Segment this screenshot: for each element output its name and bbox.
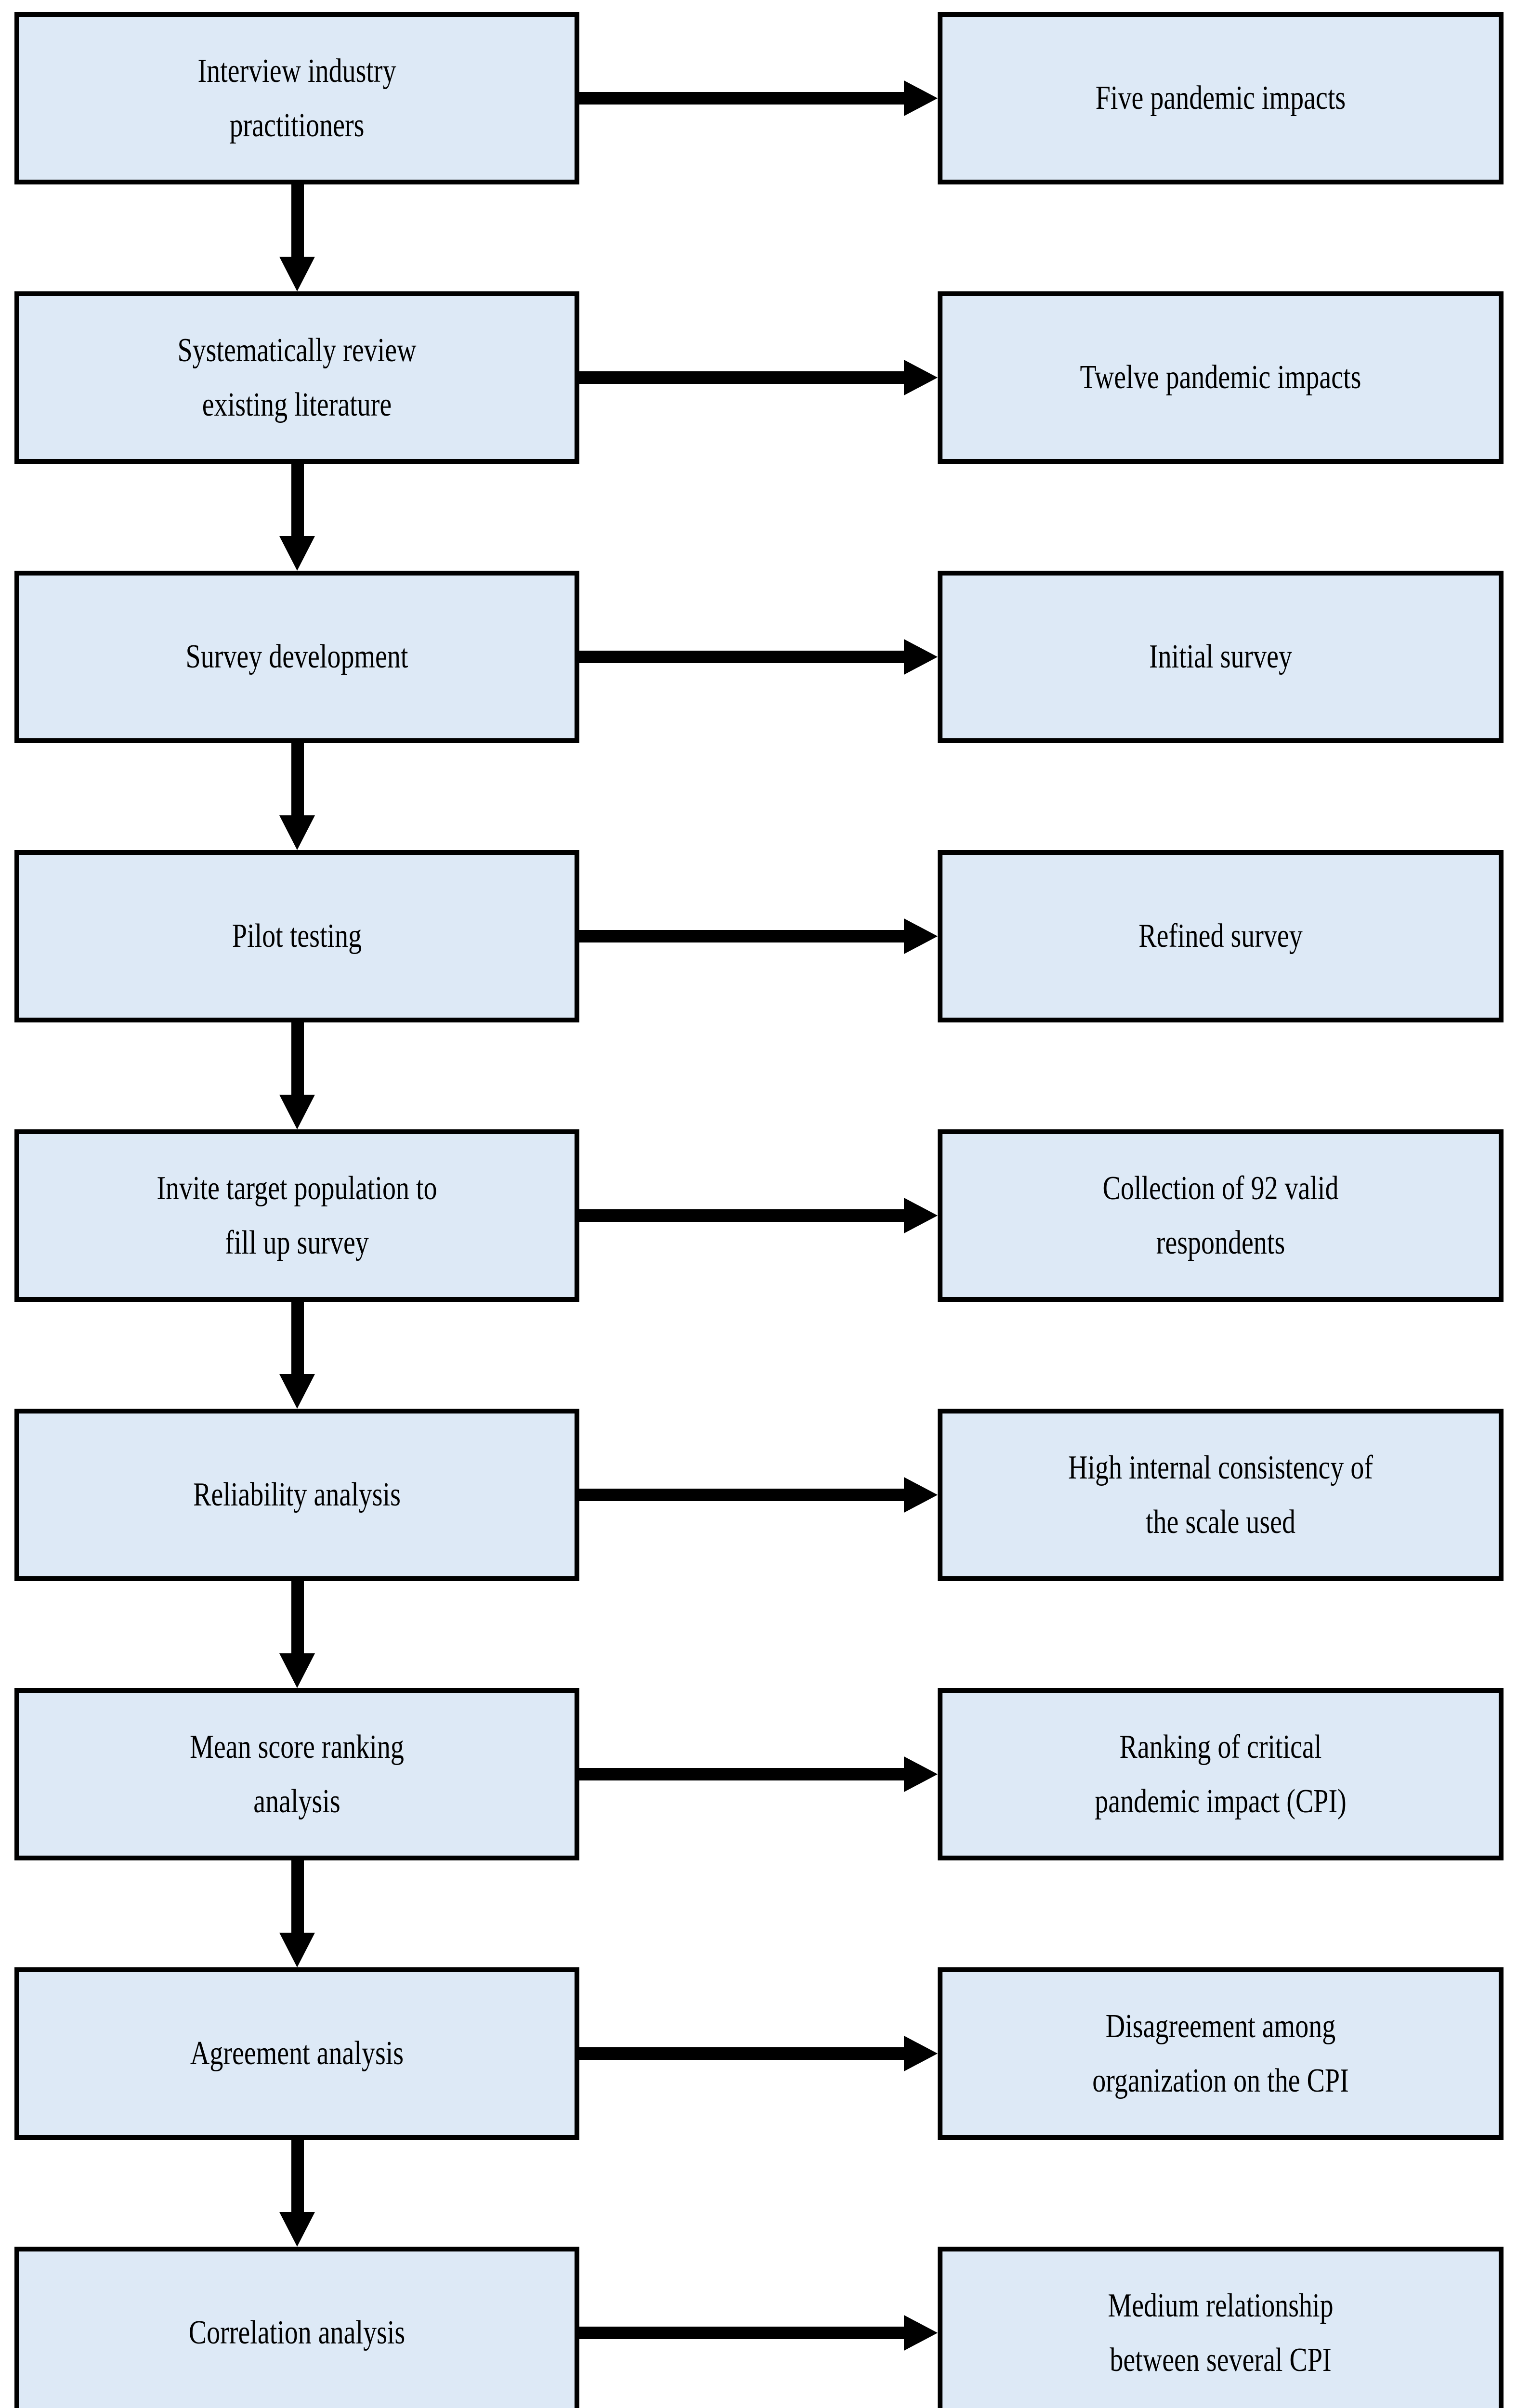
process-step-label-8: Agreement analysis: [190, 2035, 404, 2072]
arrow-down-5: [279, 1302, 315, 1409]
arrow-right-6: [579, 1477, 938, 1513]
arrow-right-head-2: [904, 360, 938, 395]
arrow-right-7: [579, 1756, 938, 1792]
outcome-box-4[interactable]: Refined survey: [938, 850, 1504, 1022]
arrow-right-shaft-6: [579, 1489, 904, 1501]
arrow-down-1: [279, 184, 315, 291]
arrow-right-shaft-5: [579, 1209, 904, 1222]
arrow-right-8: [579, 2036, 938, 2071]
process-step-label-5: Invite target population to fill up surv…: [157, 1169, 437, 1261]
arrow-down-head-3: [279, 815, 315, 850]
outcome-box-1[interactable]: Five pandemic impacts: [938, 12, 1504, 184]
arrow-right-head-1: [904, 80, 938, 116]
arrow-right-3: [579, 639, 938, 675]
process-step-box-5[interactable]: Invite target population to fill up surv…: [14, 1129, 579, 1302]
process-step-box-8[interactable]: Agreement analysis: [14, 1967, 579, 2140]
arrow-right-head-5: [904, 1198, 938, 1233]
arrow-right-shaft-7: [579, 1768, 904, 1780]
arrow-right-1: [579, 80, 938, 116]
process-step-label-7: Mean score ranking analysis: [190, 1728, 404, 1820]
arrow-down-head-7: [279, 1933, 315, 1967]
process-step-box-2[interactable]: Systematically review existing literatur…: [14, 291, 579, 464]
process-step-box-9[interactable]: Correlation analysis: [14, 2247, 579, 2408]
process-step-label-3: Survey development: [185, 638, 408, 676]
arrow-down-head-8: [279, 2212, 315, 2247]
process-step-label-1: Interview industry practitioners: [197, 52, 396, 144]
outcome-label-5: Collection of 92 valid respondents: [1102, 1169, 1339, 1261]
outcome-box-6[interactable]: High internal consistency of the scale u…: [938, 1409, 1504, 1581]
outcome-label-7: Ranking of critical pandemic impact (CPI…: [1095, 1728, 1347, 1820]
arrow-down-shaft-7: [291, 1860, 304, 1933]
arrow-right-4: [579, 918, 938, 954]
outcome-label-3: Initial survey: [1149, 638, 1293, 676]
arrow-down-head-4: [279, 1095, 315, 1129]
process-step-box-1[interactable]: Interview industry practitioners: [14, 12, 579, 184]
arrow-right-shaft-2: [579, 371, 904, 384]
arrow-down-7: [279, 1860, 315, 1967]
outcome-box-2[interactable]: Twelve pandemic impacts: [938, 291, 1504, 464]
arrow-right-shaft-3: [579, 651, 904, 663]
arrow-down-shaft-2: [291, 464, 304, 536]
arrow-down-8: [279, 2140, 315, 2247]
arrow-right-shaft-1: [579, 92, 904, 105]
arrow-down-4: [279, 1022, 315, 1129]
arrow-down-shaft-5: [291, 1302, 304, 1374]
arrow-right-2: [579, 360, 938, 395]
arrow-right-shaft-9: [579, 2327, 904, 2339]
arrow-right-head-8: [904, 2036, 938, 2071]
process-step-box-6[interactable]: Reliability analysis: [14, 1409, 579, 1581]
arrow-right-head-7: [904, 1756, 938, 1792]
process-step-label-2: Systematically review existing literatur…: [177, 331, 417, 423]
outcome-box-8[interactable]: Disagreement among organization on the C…: [938, 1967, 1504, 2140]
arrow-down-shaft-3: [291, 743, 304, 815]
arrow-down-head-2: [279, 536, 315, 571]
arrow-down-6: [279, 1581, 315, 1688]
outcome-box-7[interactable]: Ranking of critical pandemic impact (CPI…: [938, 1688, 1504, 1860]
arrow-down-head-5: [279, 1374, 315, 1409]
process-step-box-3[interactable]: Survey development: [14, 571, 579, 743]
arrow-down-shaft-8: [291, 2140, 304, 2212]
arrow-right-shaft-4: [579, 930, 904, 942]
arrow-right-head-4: [904, 918, 938, 954]
arrow-down-head-6: [279, 1653, 315, 1688]
outcome-box-3[interactable]: Initial survey: [938, 571, 1504, 743]
arrow-right-9: [579, 2315, 938, 2351]
outcome-box-9[interactable]: Medium relationship between several CPI: [938, 2247, 1504, 2408]
outcome-label-2: Twelve pandemic impacts: [1080, 359, 1361, 396]
outcome-label-6: High internal consistency of the scale u…: [1068, 1449, 1373, 1541]
arrow-right-head-3: [904, 639, 938, 675]
outcome-box-5[interactable]: Collection of 92 valid respondents: [938, 1129, 1504, 1302]
arrow-right-head-6: [904, 1477, 938, 1513]
arrow-down-shaft-4: [291, 1022, 304, 1095]
process-step-box-4[interactable]: Pilot testing: [14, 850, 579, 1022]
arrow-down-head-1: [279, 257, 315, 291]
outcome-label-4: Refined survey: [1138, 917, 1303, 955]
outcome-label-1: Five pandemic impacts: [1095, 79, 1346, 117]
arrow-down-shaft-6: [291, 1581, 304, 1653]
process-step-label-4: Pilot testing: [232, 917, 362, 955]
arrow-down-2: [279, 464, 315, 571]
arrow-right-head-9: [904, 2315, 938, 2351]
outcome-label-9: Medium relationship between several CPI: [1108, 2287, 1334, 2379]
process-step-label-6: Reliability analysis: [193, 1476, 401, 1514]
arrow-right-5: [579, 1198, 938, 1233]
process-step-box-7[interactable]: Mean score ranking analysis: [14, 1688, 579, 1860]
outcome-label-8: Disagreement among organization on the C…: [1092, 2007, 1349, 2099]
arrow-right-shaft-8: [579, 2047, 904, 2060]
arrow-down-3: [279, 743, 315, 850]
arrow-down-shaft-1: [291, 184, 304, 257]
process-step-label-9: Correlation analysis: [188, 2314, 405, 2352]
